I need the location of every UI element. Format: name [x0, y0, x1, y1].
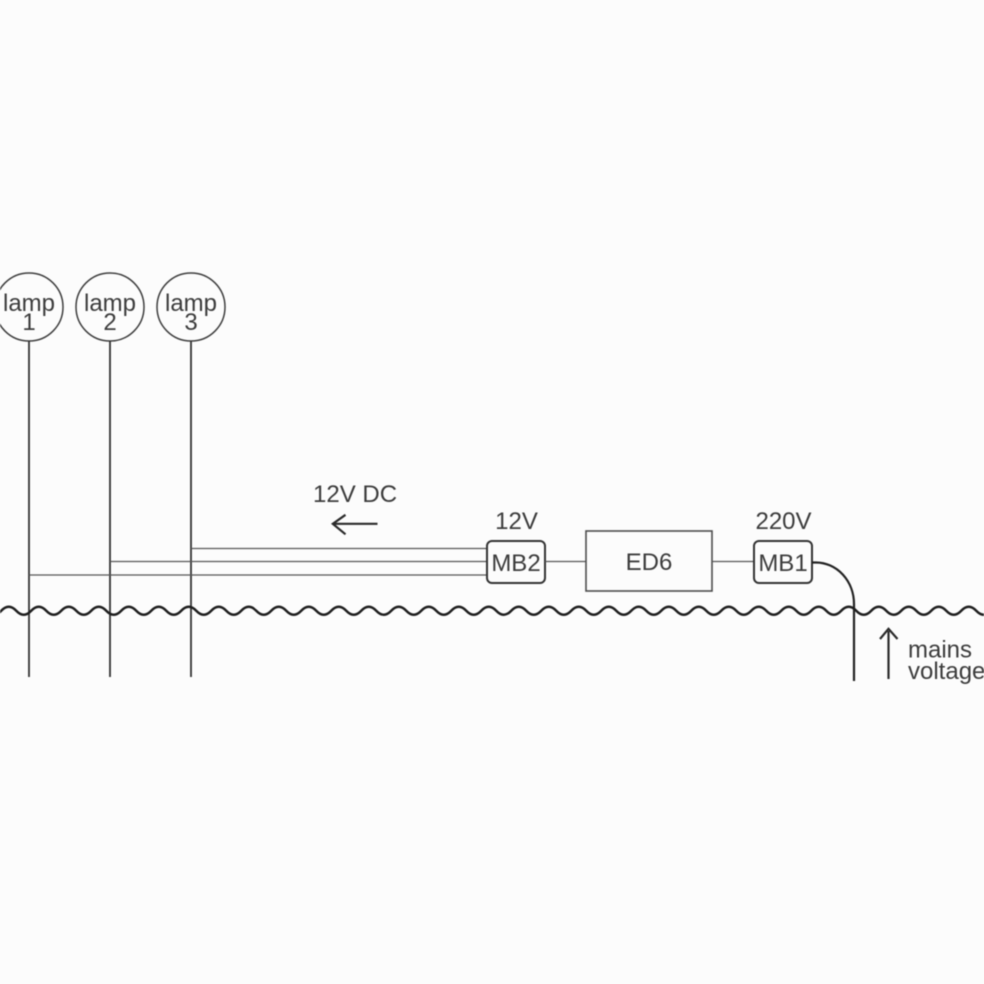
svg-text:ED6: ED6: [626, 549, 673, 576]
svg-text:mains: mains: [908, 637, 972, 664]
svg-text:12V DC: 12V DC: [313, 481, 397, 508]
svg-text:lamp: lamp: [165, 290, 217, 317]
svg-text:lamp: lamp: [84, 290, 136, 317]
svg-text:lamp: lamp: [3, 290, 55, 317]
svg-text:2: 2: [103, 309, 116, 336]
svg-text:MB1: MB1: [758, 550, 807, 577]
svg-text:220V: 220V: [755, 508, 811, 535]
svg-text:voltage: voltage: [908, 658, 984, 685]
svg-text:12V: 12V: [495, 508, 538, 535]
svg-text:MB2: MB2: [491, 550, 540, 577]
svg-text:3: 3: [184, 309, 197, 336]
svg-text:1: 1: [22, 309, 35, 336]
